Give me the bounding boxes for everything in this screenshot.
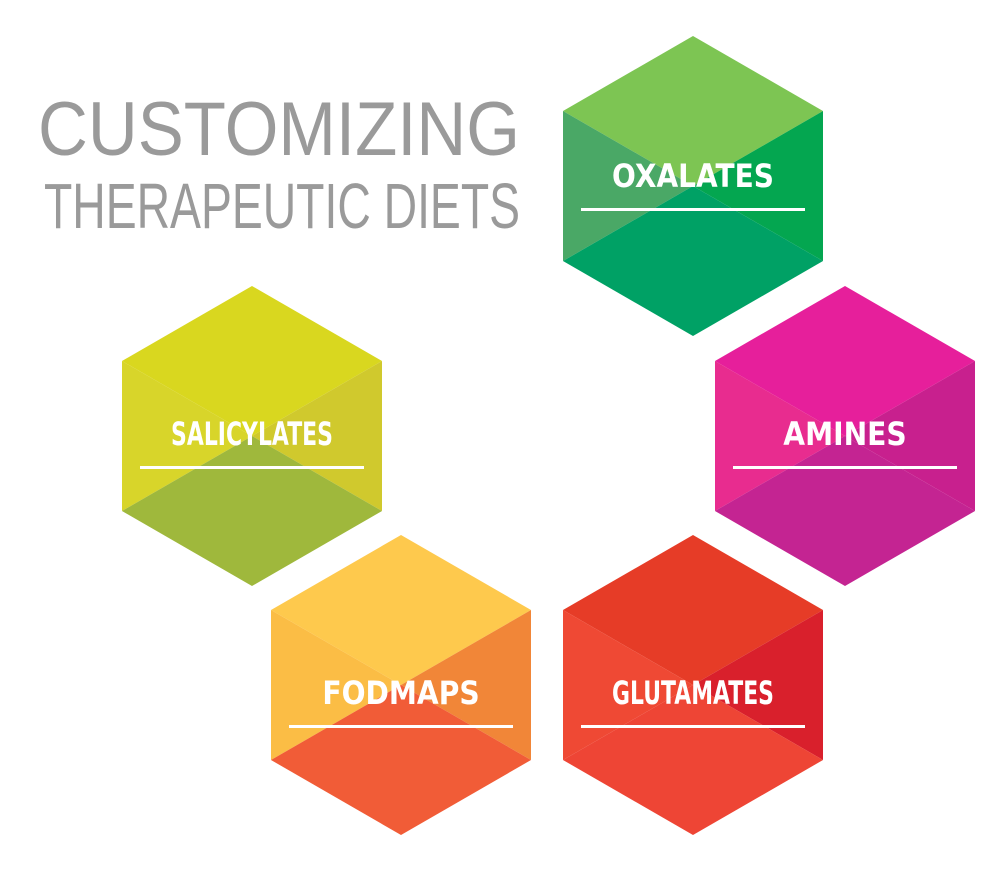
- hexagon-fodmaps: FODMAPS: [271, 535, 531, 835]
- salicylates-face-bottom: [122, 436, 382, 586]
- fodmaps-face-left: [271, 610, 401, 760]
- oxalates-label: OXALATES: [612, 157, 774, 195]
- amines-face-right: [845, 361, 975, 511]
- oxalates-face-left: [563, 111, 693, 261]
- oxalates-face-bottom: [563, 186, 823, 336]
- salicylates-underline: [140, 466, 364, 469]
- glutamates-face-right: [693, 610, 823, 760]
- oxalates-face-right: [693, 111, 823, 261]
- hexagon-salicylates: SALICYLATES: [122, 286, 382, 586]
- glutamates-underline: [581, 725, 805, 728]
- salicylates-face-left: [122, 361, 252, 511]
- amines-label: AMINES: [783, 415, 906, 453]
- amines-underline: [733, 466, 957, 469]
- title-line-1: CUSTOMIZING: [38, 87, 520, 172]
- glutamates-label: GLUTAMATES: [612, 674, 774, 712]
- salicylates-face-right: [252, 361, 382, 511]
- hexagon-amines: AMINES: [715, 286, 975, 586]
- fodmaps-underline: [289, 725, 513, 728]
- salicylates-label: SALICYLATES: [171, 415, 333, 453]
- fodmaps-face-bottom: [271, 685, 531, 835]
- amines-face-left: [715, 361, 845, 511]
- amines-face-bottom: [715, 436, 975, 586]
- fodmaps-face-right: [401, 610, 531, 760]
- title-line-2: THERAPEUTIC DIETS: [44, 170, 520, 242]
- glutamates-face-left: [563, 610, 693, 760]
- hexagon-oxalates: OXALATES: [563, 36, 823, 336]
- title-block: CUSTOMIZING THERAPEUTIC DIETS: [38, 87, 520, 242]
- glutamates-face-bottom: [563, 685, 823, 835]
- fodmaps-label: FODMAPS: [322, 674, 479, 712]
- hexagon-glutamates: GLUTAMATES: [563, 535, 823, 835]
- oxalates-underline: [581, 208, 805, 211]
